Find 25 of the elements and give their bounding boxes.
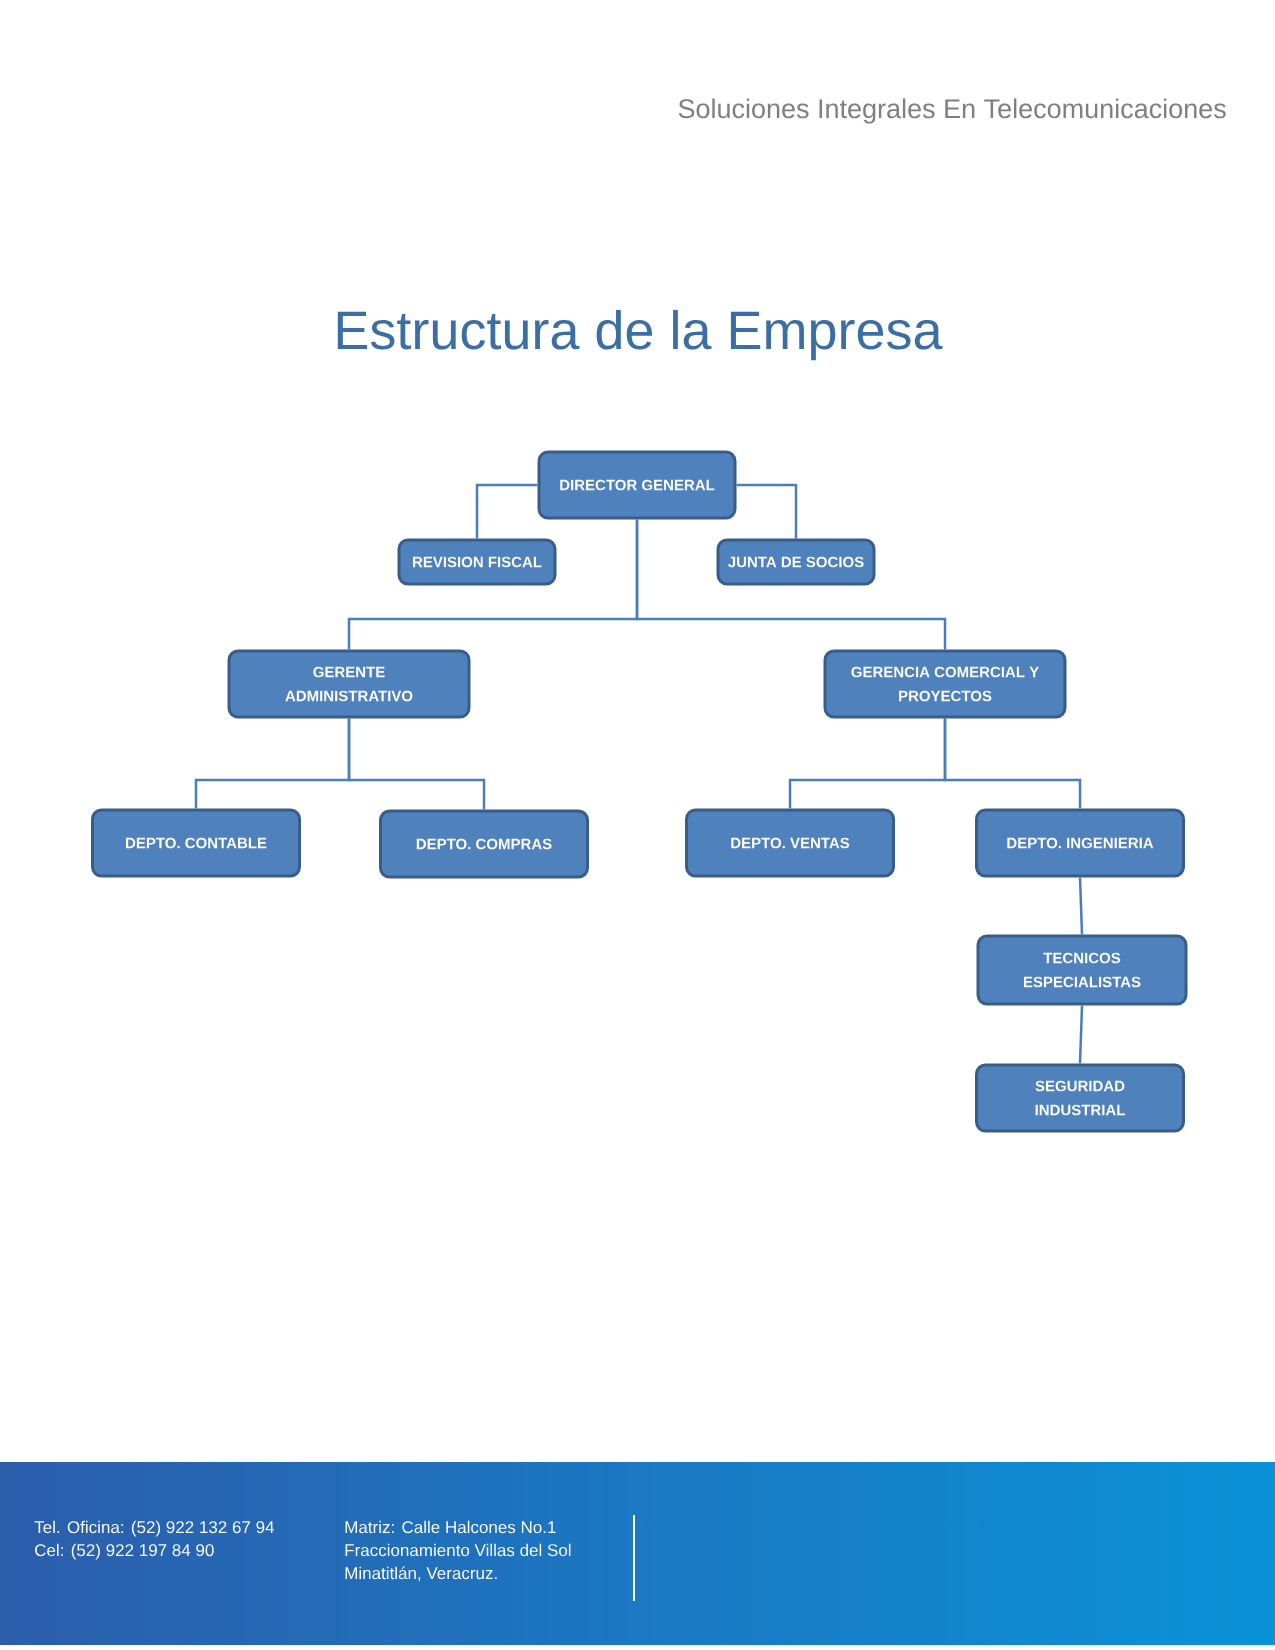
connector-line bbox=[347, 718, 486, 810]
page-title: Estructura de la Empresa bbox=[337, 309, 943, 361]
contact-text: Tel. Oficina: (52) 922 132 67 94 bbox=[34, 1520, 274, 1537]
tagline: Soluciones Integrales En Telecomunicaciones bbox=[678, 98, 1226, 124]
org-box: DEPTO. INGENIERIA bbox=[975, 808, 1185, 878]
org-box: DEPTO. COMPRAS bbox=[379, 809, 589, 879]
connector-line bbox=[1078, 877, 1084, 935]
org-box: GERENTE ADMINISTRATIVO bbox=[227, 649, 471, 719]
org-box: REVISION FISCAL bbox=[397, 538, 557, 586]
org-box: DIRECTOR GENERAL bbox=[537, 450, 737, 520]
org-box: SEGURIDAD INDUSTRIAL bbox=[975, 1063, 1185, 1133]
address-text: Fraccionamiento Villas del Sol bbox=[345, 1543, 571, 1557]
connector-line bbox=[943, 718, 1082, 809]
org-box: JUNTA DE SOCIOS bbox=[716, 538, 876, 586]
connector-line bbox=[1078, 1005, 1084, 1064]
org-box: GERENCIA COMERCIAL Y PROYECTOS bbox=[823, 649, 1067, 719]
connector-line bbox=[475, 483, 538, 539]
org-box: TECNICOS ESPECIALISTAS bbox=[976, 934, 1188, 1006]
connector-line bbox=[635, 519, 947, 650]
contact-text: Cel: (52) 922 197 84 90 bbox=[35, 1543, 214, 1560]
org-box: DEPTO. CONTABLE bbox=[91, 808, 301, 878]
address-text: Minatitlán, Veracruz. bbox=[345, 1566, 497, 1582]
connector-line bbox=[736, 483, 798, 539]
address-text: Matriz: Calle Halcones No.1 bbox=[345, 1520, 556, 1534]
org-box: DEPTO. VENTAS bbox=[685, 808, 895, 878]
